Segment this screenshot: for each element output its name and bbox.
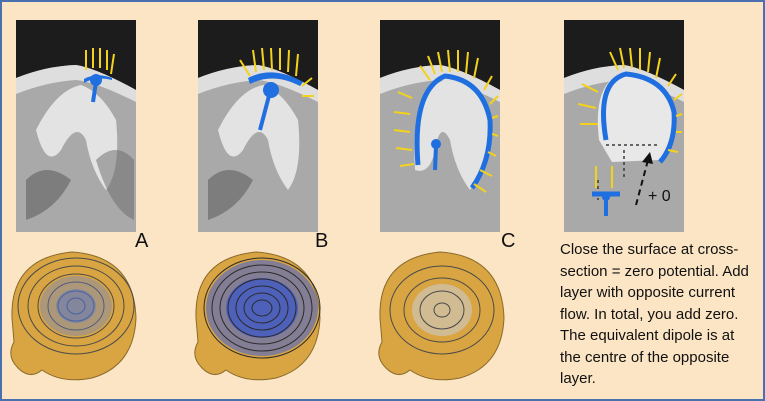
- scalp-map-c: [370, 238, 510, 388]
- plus-zero-label: + 0: [648, 188, 671, 205]
- caption-text: Close the surface at cross-section = zer…: [560, 241, 749, 387]
- mri-panel-d: + 0: [564, 20, 684, 232]
- mri-panel-a: [16, 20, 136, 232]
- scalp-map-b: [186, 238, 326, 388]
- panel-label-a: A: [135, 230, 149, 252]
- panel-label-b: B: [315, 230, 329, 252]
- panel-label-c: C: [501, 230, 516, 252]
- mri-panel-b: [198, 20, 318, 232]
- scalp-map-a: [2, 238, 142, 388]
- mri-panel-c: [380, 20, 500, 232]
